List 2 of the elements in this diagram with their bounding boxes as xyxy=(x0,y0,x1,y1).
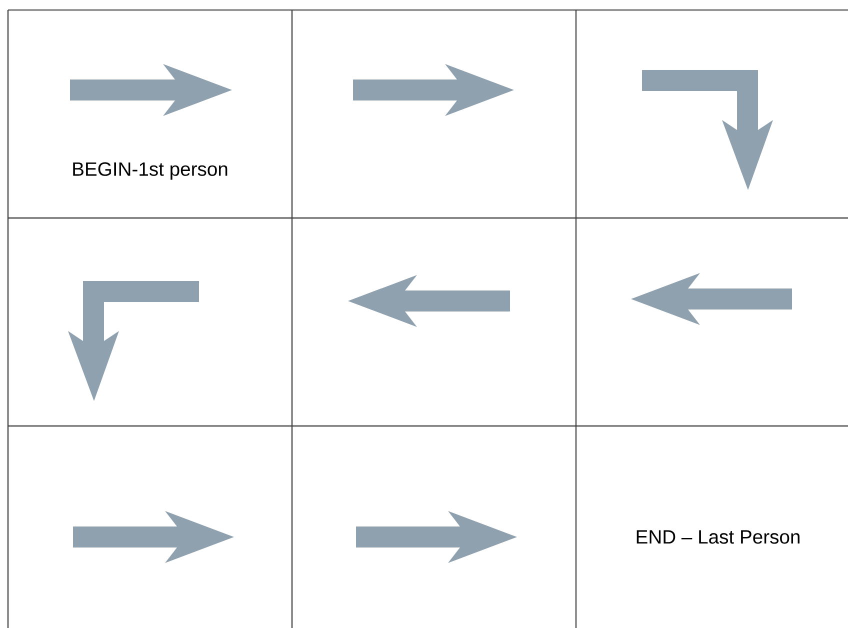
cell-text: BEGIN-1st person xyxy=(73,162,228,180)
cell-text: END – Last Person xyxy=(636,530,800,544)
